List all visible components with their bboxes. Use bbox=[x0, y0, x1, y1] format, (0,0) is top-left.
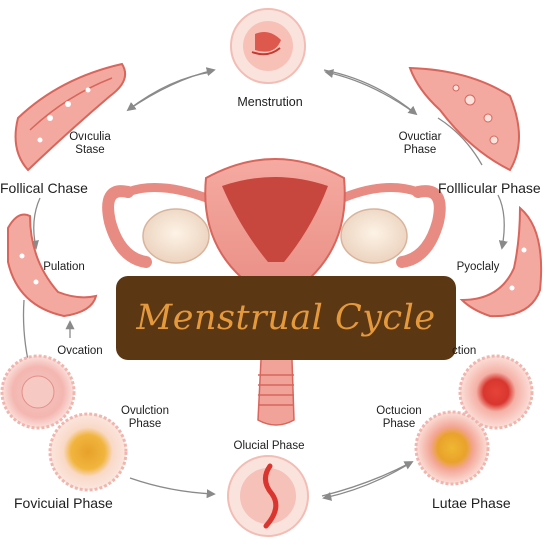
endometrium-illustration bbox=[227, 455, 309, 537]
label-follicular-phase: Folllicular Phase bbox=[438, 180, 541, 196]
label-ovular-stase-line1: Ovıculia bbox=[69, 131, 111, 143]
endometrium-illustration bbox=[408, 66, 520, 172]
follicle-illustration bbox=[458, 354, 534, 430]
label-olucial-phase: Olucial Phase bbox=[233, 440, 305, 452]
endometrium-illustration bbox=[7, 213, 98, 318]
endometrium-illustration bbox=[14, 62, 126, 172]
label-ovulction-line2: Phase bbox=[128, 418, 162, 431]
title-banner: Menstrual Cycle bbox=[116, 276, 456, 360]
page-title: Menstrual Cycle bbox=[136, 298, 436, 338]
ovary-illustration bbox=[340, 208, 408, 264]
label-ction: ction bbox=[452, 345, 477, 357]
label-octucion-line1: Octucion bbox=[376, 405, 422, 417]
label-lutae-phase: Lutae Phase bbox=[432, 495, 511, 511]
label-ovular-stase: Ovıculia Stase bbox=[55, 131, 125, 157]
ovary-illustration bbox=[142, 208, 210, 264]
cycle-arrow-icon bbox=[22, 67, 508, 501]
label-follical-chase: Follical Chase bbox=[0, 180, 88, 196]
follicle-illustration bbox=[0, 354, 76, 430]
follicle-illustration bbox=[48, 412, 128, 492]
label-ovcation: Ovcation bbox=[57, 345, 103, 357]
label-menstruation: Menstrution bbox=[237, 95, 303, 109]
label-ovulction-line1: Ovulction bbox=[121, 405, 169, 417]
endometrium-illustration bbox=[230, 8, 306, 84]
label-ovuctiar-phase: Ovuctiar Phase bbox=[390, 131, 450, 157]
label-pulation: Pulation bbox=[43, 261, 85, 273]
label-octucion-line2: Phase bbox=[382, 418, 416, 431]
label-ovuctiar-line2: Phase bbox=[403, 144, 437, 157]
label-pyoclaly: Pyoclaly bbox=[456, 261, 500, 273]
label-ovuctiar-line1: Ovuctiar bbox=[398, 131, 442, 143]
follicle-illustration bbox=[414, 410, 490, 486]
label-ovulction-phase: Ovulction Phase bbox=[110, 405, 180, 431]
label-ovular-stase-line2: Stase bbox=[75, 144, 105, 157]
endometrium-illustration bbox=[459, 205, 543, 318]
uterus-illustration bbox=[102, 158, 446, 426]
label-octucion-phase: Octucion Phase bbox=[364, 405, 434, 431]
label-fovicuial-phase: Fovicuial Phase bbox=[14, 495, 113, 511]
